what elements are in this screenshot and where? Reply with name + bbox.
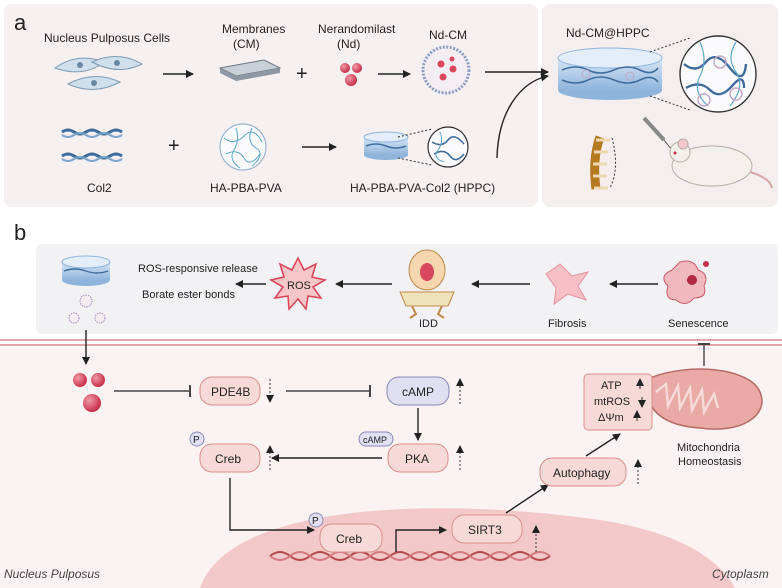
process-band-bg: [36, 244, 778, 334]
phospho-badge: [189, 431, 205, 447]
nd-cm-hppc-label: Nd-CM@HPPC: [566, 26, 650, 40]
camp-small-label: cAMP: [363, 435, 387, 445]
panel-a: a Nucleus Pulposus Cells Membranes (CM) …: [4, 4, 778, 207]
camp-box: [386, 376, 450, 406]
plus-sign-1: +: [296, 63, 308, 85]
mito-label-1: Mitochondria: [677, 442, 741, 454]
creb-label: Creb: [215, 452, 241, 466]
arrow-hppc-curve: [496, 73, 549, 159]
delta-psi-label: ΔΨm: [598, 412, 624, 424]
nerandomilast-abbr: (Nd): [337, 37, 360, 51]
mouse-icon: [669, 138, 773, 189]
atp-label: ATP: [601, 380, 622, 392]
autophagy-label: Autophagy: [553, 466, 610, 480]
arrow-creb-to-nucleus: [229, 478, 315, 534]
cytoplasm-label: Cytoplasm: [712, 567, 769, 581]
arrow-autophagy-to-mito: [585, 433, 621, 457]
senescence-cell-icon: [663, 260, 709, 304]
panel-b-label: b: [14, 220, 26, 245]
nd-cm-label: Nd-CM: [429, 28, 467, 42]
borate-label: Borate ester bonds: [142, 289, 235, 301]
senescence-label: Senescence: [668, 318, 729, 330]
nucleus-cells-icon: [53, 56, 144, 90]
dna-strand-icon: [269, 551, 551, 561]
sirt3-box: [451, 514, 523, 544]
membranes-abbr: (CM): [233, 37, 260, 51]
pka-box: [387, 443, 449, 473]
arrow-creb-to-sirt3: [395, 526, 447, 552]
mitochondria-icon: [647, 368, 763, 430]
col2-fibers-icon: [61, 128, 123, 162]
nd-cm-vesicle-icon: [421, 45, 471, 95]
camp-label: cAMP: [402, 385, 434, 399]
phospho-label-nucleus: P: [312, 516, 319, 527]
ros-release-label: ROS-responsive release: [138, 263, 258, 275]
creb-nucleus-box: [319, 523, 383, 553]
panel-b: b ROS-responsive release Borate ester bo…: [0, 220, 782, 588]
idd-disc-icon: [399, 249, 455, 319]
panel-a-label: a: [14, 10, 27, 35]
arrow-sirt3-to-autophagy: [505, 484, 549, 514]
idd-label: IDD: [419, 318, 438, 330]
fibrosis-cell-icon: [545, 263, 590, 306]
sirt3-label: SIRT3: [468, 523, 502, 537]
hppc-hydrogel-icon: [363, 126, 469, 168]
pka-label: PKA: [405, 452, 429, 466]
camp-small-badge: [358, 431, 394, 447]
col2-label: Col2: [87, 181, 112, 195]
hppc-label: HA-PBA-PVA-Col2 (HPPC): [350, 181, 495, 195]
pde4b-label: PDE4B: [211, 385, 250, 399]
membranes-icon: [218, 59, 282, 81]
nd-cm-hppc-hydrogel-icon: [557, 35, 757, 113]
ros-label: ROS: [287, 280, 311, 292]
nucleus-pulposus-label: Nucleus Pulposus: [4, 567, 100, 581]
fibrosis-label: Fibrosis: [548, 318, 587, 330]
nucleus-cells-label: Nucleus Pulposus Cells: [44, 31, 170, 45]
mtros-label: mtROS: [594, 396, 630, 408]
creb-nucleus-label: Creb: [336, 532, 362, 546]
ha-pba-pva-label: HA-PBA-PVA: [210, 181, 282, 195]
released-hydrogel-icon: [61, 255, 111, 324]
phospho-label: P: [193, 435, 200, 446]
plus-sign-2: +: [168, 135, 180, 157]
nd-molecules-icon: [340, 63, 362, 86]
phospho-badge-nucleus: [308, 512, 324, 528]
ha-pba-pva-network-icon: [219, 123, 267, 171]
nerandomilast-label: Nerandomilast: [318, 22, 396, 36]
pde4b-box: [199, 376, 261, 406]
ros-burst-icon: [268, 256, 328, 311]
membranes-label: Membranes: [222, 22, 285, 36]
mito-label-2: Homeostasis: [678, 456, 742, 468]
creb-box: [199, 443, 261, 473]
nd-drug-icon: [73, 373, 105, 412]
autophagy-box: [539, 457, 627, 487]
spine-icon: [590, 135, 616, 190]
